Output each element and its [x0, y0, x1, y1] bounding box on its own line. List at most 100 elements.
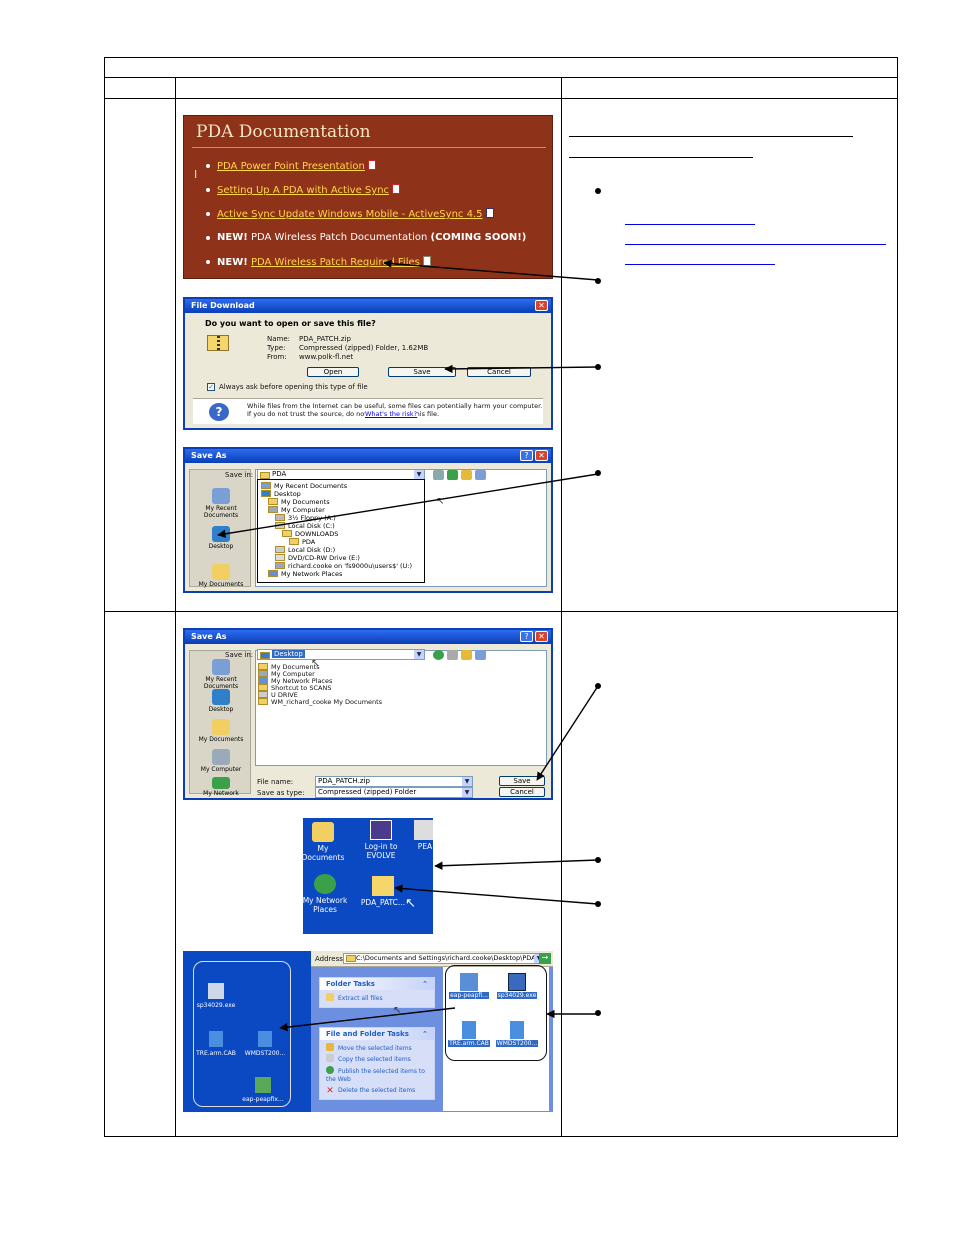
desktop-icon-my-documents[interactable]: My Documents — [303, 822, 351, 862]
dropdown-item[interactable]: Local Disk (C:) — [275, 522, 335, 530]
desktop-file[interactable]: sp34029.exe — [193, 983, 239, 1010]
file-item[interactable]: WMDST200... — [495, 1021, 539, 1047]
desktop-file[interactable]: eap-peapfix... — [235, 1077, 291, 1104]
dropdown-item[interactable]: DVD/CD-RW Drive (E:) — [275, 554, 360, 562]
collapse-icon[interactable]: ⌃ — [422, 980, 428, 988]
cancel-button[interactable]: Cancel — [467, 367, 531, 377]
back-icon[interactable] — [433, 470, 444, 480]
close-icon[interactable]: ✕ — [535, 450, 548, 461]
file-item[interactable]: TRE.arm.CAB — [447, 1021, 491, 1047]
place-documents[interactable]: My Documents — [190, 564, 252, 588]
pda-doc-item[interactable]: Active Sync Update Windows Mobile - Acti… — [206, 208, 494, 220]
bullet-icon — [595, 470, 601, 476]
desktop-icon-network-places[interactable]: My Network Places — [303, 874, 353, 914]
close-icon[interactable]: ✕ — [535, 631, 548, 642]
whats-the-risk-link[interactable]: What's the risk? — [365, 410, 418, 418]
pda-doc-item[interactable]: Setting Up A PDA with Active Sync — [206, 184, 401, 196]
task-label: Delete the selected items — [338, 1087, 416, 1094]
file-item[interactable]: eap-peapfi... — [447, 973, 491, 999]
always-ask-checkbox[interactable]: ✓ — [207, 383, 215, 391]
new-folder-icon[interactable] — [461, 470, 472, 480]
desktop-file[interactable]: WMDST200... — [239, 1031, 291, 1058]
pda-doc-item[interactable]: PDA Power Point Presentation — [206, 160, 376, 172]
file-name-input[interactable]: PDA_PATCH.zip▼ — [315, 776, 473, 787]
new-folder-icon[interactable] — [461, 650, 472, 660]
file-item[interactable]: sp34029.exe — [495, 973, 539, 999]
desktop-icon — [212, 526, 230, 542]
open-button[interactable]: Open — [307, 367, 359, 377]
place-documents[interactable]: My Documents — [190, 719, 252, 743]
link-underline[interactable] — [625, 244, 886, 245]
link-underline[interactable] — [625, 224, 755, 225]
chevron-down-icon[interactable]: ▼ — [414, 470, 424, 479]
task-publish[interactable]: Publish the selected items to the Web — [326, 1065, 430, 1085]
chevron-down-icon[interactable]: ▼ — [462, 777, 472, 786]
pda-powerpoint-link[interactable]: PDA Power Point Presentation — [217, 161, 365, 172]
dropdown-item[interactable]: PDA — [289, 538, 315, 546]
dropdown-item[interactable]: My Recent Documents — [261, 482, 347, 490]
dropdown-item[interactable]: My Computer — [268, 506, 325, 514]
pda-activesync-update-link[interactable]: Active Sync Update Windows Mobile - Acti… — [217, 209, 483, 220]
save-button[interactable]: Save — [499, 776, 545, 786]
bullet-icon — [595, 278, 601, 284]
collapse-icon[interactable]: ⌃ — [422, 1030, 428, 1038]
cancel-button[interactable]: Cancel — [499, 787, 545, 797]
folder-tasks-header[interactable]: Folder Tasks⌃ — [320, 978, 434, 990]
file-item[interactable]: U DRIVE — [258, 691, 298, 699]
views-icon[interactable] — [475, 650, 486, 660]
file-tasks-header[interactable]: File and Folder Tasks⌃ — [320, 1028, 434, 1040]
pda-activesync-setup-link[interactable]: Setting Up A PDA with Active Sync — [217, 185, 390, 196]
task-delete[interactable]: ✕Delete the selected items — [326, 1085, 428, 1096]
save-in-dropdown-list[interactable]: My Recent Documents Desktop My Documents… — [257, 479, 425, 583]
task-move[interactable]: Move the selected items — [326, 1043, 428, 1054]
desktop-icon-evolve[interactable]: Log-in to EVOLVE — [353, 820, 409, 860]
file-item[interactable]: Shortcut to SCANS — [258, 684, 331, 692]
place-computer[interactable]: My Computer — [190, 749, 252, 773]
dropdown-item[interactable]: My Documents — [268, 498, 330, 506]
chevron-down-icon[interactable]: ▼ — [414, 650, 424, 659]
save-in-combo[interactable]: Desktop ▼ — [257, 649, 425, 660]
pda-doc-item[interactable]: NEW! PDA Wireless Patch Required Files — [206, 256, 431, 268]
table-column-rule — [175, 77, 176, 1137]
place-desktop[interactable]: Desktop — [190, 689, 252, 713]
file-item[interactable]: My Computer — [258, 670, 315, 678]
link-underline[interactable] — [625, 264, 775, 265]
desktop-icon-pda-patch[interactable]: PDA_PATC... — [355, 876, 411, 907]
floppy-icon — [275, 514, 285, 521]
file-item[interactable]: My Documents — [258, 663, 320, 671]
dropdown-item[interactable]: richard.cooke on 'fs9000u\users$' (U:) — [275, 562, 412, 570]
help-icon[interactable]: ? — [520, 450, 533, 461]
dropdown-item[interactable]: My Network Places — [268, 570, 342, 578]
up-folder-icon[interactable] — [447, 650, 458, 660]
back-icon[interactable] — [433, 650, 444, 660]
place-recent[interactable]: My Recent Documents — [190, 659, 252, 690]
up-folder-icon[interactable] — [447, 470, 458, 480]
save-type-select[interactable]: Compressed (zipped) Folder▼ — [315, 787, 473, 798]
folder-file-view[interactable]: eap-peapfi... sp34029.exe TRE.arm.CAB WM… — [443, 967, 549, 1111]
place-recent[interactable]: My Recent Documents — [190, 488, 252, 519]
save-button[interactable]: Save — [388, 367, 456, 377]
help-icon[interactable]: ? — [520, 631, 533, 642]
address-input[interactable]: C:\Documents and Settings\richard.cooke\… — [343, 953, 545, 964]
desktop-icon-pea[interactable]: PEA — [405, 820, 433, 851]
file-item[interactable]: My Network Places — [258, 677, 332, 685]
go-arrow-icon[interactable]: → — [539, 953, 551, 964]
dropdown-item[interactable]: Local Disk (D:) — [275, 546, 335, 554]
file-item[interactable]: WM_richard_cooke My Documents — [258, 698, 382, 706]
chevron-down-icon[interactable]: ▼ — [462, 788, 472, 797]
task-extract-all[interactable]: Extract all files — [326, 993, 428, 1004]
dropdown-item[interactable]: Desktop — [261, 490, 301, 498]
dropdown-item[interactable]: 3½ Floppy (A:) — [275, 514, 336, 522]
dropdown-item-label: 3½ Floppy (A:) — [288, 514, 336, 522]
close-icon[interactable]: ✕ — [535, 300, 548, 311]
views-icon[interactable] — [475, 470, 486, 480]
file-list[interactable]: My Documents My Computer My Network Plac… — [255, 650, 547, 766]
dropdown-item[interactable]: DOWNLOADS — [282, 530, 338, 538]
table-rule — [105, 611, 897, 612]
dropdown-item-label: My Recent Documents — [274, 482, 348, 490]
task-copy[interactable]: Copy the selected items — [326, 1054, 428, 1065]
place-desktop[interactable]: Desktop — [190, 526, 252, 550]
place-network[interactable]: My Network — [190, 777, 252, 797]
desktop-file[interactable]: TRE.arm.CAB — [193, 1031, 239, 1058]
pda-wireless-files-link[interactable]: PDA Wireless Patch Required Files — [250, 257, 420, 268]
